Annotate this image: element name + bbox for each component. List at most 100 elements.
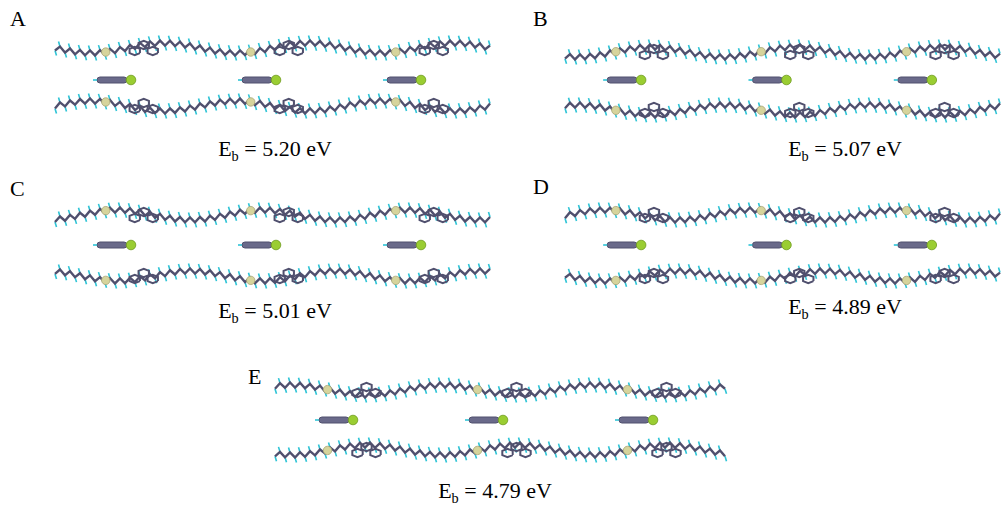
- sulfur-atom: [392, 206, 400, 214]
- sulfur-atom: [247, 206, 255, 214]
- sulfur-atom: [757, 276, 765, 284]
- hydrogen-bond: [465, 419, 469, 421]
- sulfur-atom: [902, 276, 910, 284]
- hydrogen-bond: [93, 244, 97, 246]
- sulfur-atom: [323, 446, 331, 454]
- chlorine-atom: [636, 75, 646, 85]
- hydrogen-bond: [315, 419, 319, 421]
- binding-energy-caption: Eb = 4.79 eV: [438, 478, 552, 506]
- hydrogen-bond: [725, 389, 727, 394]
- hydrogen-bond: [615, 419, 619, 421]
- sulfur-atom: [247, 48, 255, 56]
- acceptor-core: [242, 242, 272, 248]
- chlorine-atom: [416, 75, 426, 85]
- sulfur-atom: [902, 106, 910, 114]
- acceptor-core: [898, 242, 928, 248]
- acceptor-core: [469, 417, 499, 423]
- acceptor-core: [319, 417, 349, 423]
- hydrogen-bond: [894, 79, 898, 81]
- sulfur-atom: [757, 206, 765, 214]
- chlorine-atom: [348, 415, 358, 425]
- hydrogen-bond: [603, 79, 607, 81]
- energy-subscript: b: [232, 148, 239, 164]
- aromatic-ring: [148, 105, 158, 113]
- molecule-illustration: [275, 378, 727, 463]
- binding-energy-caption: Eb = 5.07 eV: [788, 136, 902, 166]
- hydrogen-bond: [565, 108, 567, 113]
- molecule-illustration: [55, 203, 490, 289]
- panel-letter: B: [533, 8, 548, 30]
- sulfur-atom: [757, 48, 765, 56]
- binding-energy-caption: Eb= 4.89 eV: [788, 294, 902, 324]
- alkyl-chain: [565, 208, 1000, 223]
- hydrogen-bond: [238, 244, 242, 246]
- chlorine-atom: [416, 240, 426, 250]
- aromatic-ring: [803, 51, 813, 59]
- aromatic-ring: [948, 109, 958, 117]
- energy-subscript: b: [802, 148, 809, 164]
- aromatic-ring: [293, 275, 303, 283]
- sulfur-atom: [102, 48, 110, 56]
- sulfur-atom: [612, 276, 620, 284]
- hydrogen-bond: [383, 79, 387, 81]
- aromatic-ring: [658, 51, 668, 59]
- sulfur-atom: [102, 276, 110, 284]
- energy-symbol: E: [788, 294, 801, 319]
- energy-subscript: b: [452, 490, 459, 506]
- hydrogen-bond: [489, 99, 491, 104]
- sulfur-atom: [902, 206, 910, 214]
- aromatic-ring: [658, 109, 668, 117]
- aromatic-ring: [438, 105, 448, 113]
- panel-letter: D: [533, 176, 549, 198]
- aromatic-ring: [370, 449, 380, 457]
- aromatic-ring: [803, 109, 813, 117]
- panel-letter: C: [10, 178, 25, 200]
- aromatic-ring: [803, 214, 813, 222]
- sulfur-atom: [473, 446, 481, 454]
- acceptor-core: [97, 77, 127, 83]
- alkyl-chain: [565, 269, 1000, 284]
- hydrogen-bond: [999, 208, 1001, 213]
- chlorine-atom: [271, 240, 281, 250]
- energy-symbol: E: [438, 478, 451, 503]
- energy-value: = 5.07 eV: [814, 136, 902, 161]
- aromatic-ring: [438, 275, 448, 283]
- chlorine-atom: [126, 75, 136, 85]
- hydrogen-bond: [275, 389, 277, 394]
- acceptor-core: [752, 77, 782, 83]
- acceptor-core: [387, 77, 417, 83]
- acceptor-core: [607, 242, 637, 248]
- alkyl-chain: [565, 45, 1000, 60]
- binding-energy-caption: Eb= 5.20 eV: [218, 136, 332, 166]
- sulfur-atom: [623, 446, 631, 454]
- energy-value: = 5.01 eV: [244, 298, 332, 323]
- aromatic-ring: [948, 214, 958, 222]
- chlorine-atom: [782, 240, 792, 250]
- hydrogen-bond: [489, 212, 491, 217]
- chlorine-atom: [498, 415, 508, 425]
- sulfur-atom: [392, 276, 400, 284]
- hydrogen-bond: [383, 244, 387, 246]
- acceptor-core: [607, 77, 637, 83]
- sulfur-atom: [323, 385, 331, 393]
- chlorine-atom: [648, 415, 658, 425]
- molecule-illustration: [55, 36, 490, 119]
- aromatic-ring: [948, 51, 958, 59]
- sulfur-atom: [612, 206, 620, 214]
- energy-symbol: E: [788, 136, 801, 161]
- chlorine-atom: [636, 240, 646, 250]
- aromatic-ring: [670, 449, 680, 457]
- hydrogen-bond: [238, 79, 242, 81]
- sulfur-atom: [612, 48, 620, 56]
- alkyl-chain: [565, 103, 1000, 118]
- sulfur-atom: [102, 98, 110, 106]
- acceptor-core: [242, 77, 272, 83]
- panel-letter: A: [10, 8, 26, 30]
- energy-subscript: b: [802, 306, 809, 322]
- energy-symbol: E: [218, 136, 231, 161]
- alkyl-chain: [55, 41, 490, 56]
- energy-value: = 4.79 eV: [464, 478, 552, 503]
- alkyl-chain: [275, 383, 725, 398]
- chlorine-atom: [271, 75, 281, 85]
- hydrogen-bond: [725, 456, 727, 461]
